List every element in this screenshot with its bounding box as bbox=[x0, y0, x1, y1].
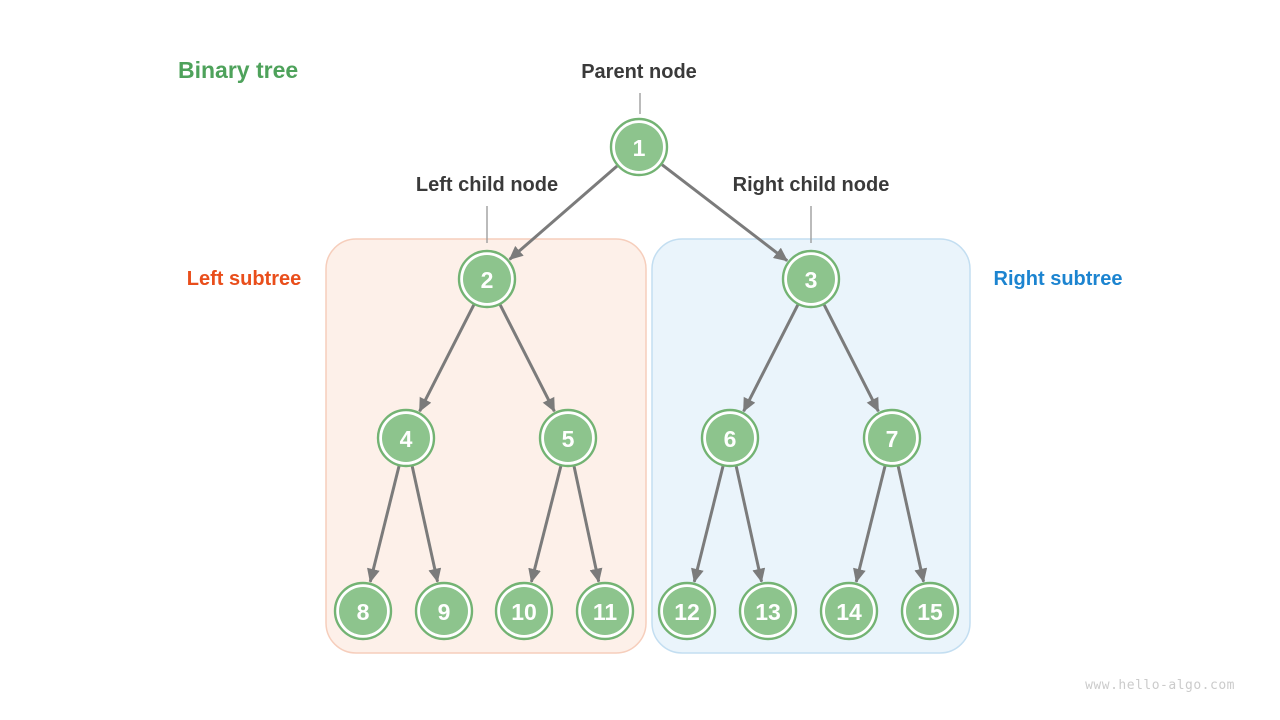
edge-5-10 bbox=[528, 465, 563, 583]
tree-node-7: 7 bbox=[862, 408, 922, 468]
parent-node-label: Parent node bbox=[581, 61, 697, 83]
node-value: 13 bbox=[755, 599, 781, 625]
edge-4-8 bbox=[367, 465, 401, 583]
node-circle bbox=[615, 123, 663, 171]
edge-3-7 bbox=[822, 304, 880, 413]
node-circle bbox=[706, 414, 754, 462]
node-value: 3 bbox=[805, 267, 818, 293]
node-value: 8 bbox=[357, 599, 370, 625]
node-value: 10 bbox=[511, 599, 537, 625]
tree-node-3: 3 bbox=[781, 249, 841, 309]
node-value: 4 bbox=[400, 426, 413, 452]
edge-4-9 bbox=[410, 466, 442, 583]
figure-title: Binary tree bbox=[178, 57, 299, 83]
left-subtree-box bbox=[325, 238, 647, 654]
edge-1-3 bbox=[661, 163, 789, 262]
node-circle bbox=[787, 255, 835, 303]
right-child-node-label: Right child node bbox=[732, 174, 890, 196]
tree-node-5: 5 bbox=[538, 408, 598, 468]
node-value: 2 bbox=[481, 267, 494, 293]
node-value: 1 bbox=[633, 135, 646, 161]
node-circle bbox=[420, 587, 468, 635]
edge-7-15 bbox=[896, 466, 928, 583]
edge-2-4 bbox=[418, 304, 476, 413]
edge-6-13 bbox=[734, 466, 766, 583]
node-value: 7 bbox=[886, 426, 899, 452]
node-circle bbox=[868, 414, 916, 462]
node-circle bbox=[906, 587, 954, 635]
tree-node-4: 4 bbox=[376, 408, 436, 468]
node-value: 6 bbox=[724, 426, 737, 452]
tree-node-6: 6 bbox=[700, 408, 760, 468]
edge-2-5 bbox=[498, 304, 556, 413]
edge-1-2 bbox=[508, 164, 619, 261]
tree-node-12: 12 bbox=[657, 581, 717, 641]
left-child-node-label: Left child node bbox=[415, 174, 559, 196]
edge-5-11 bbox=[572, 466, 603, 583]
left-subtree-label: Left subtree bbox=[186, 268, 302, 290]
node-value: 14 bbox=[836, 599, 862, 625]
node-circle bbox=[500, 587, 548, 635]
tree-node-15: 15 bbox=[900, 581, 960, 641]
tree-node-11: 11 bbox=[575, 581, 635, 641]
tree-node-8: 8 bbox=[333, 581, 393, 641]
node-value: 12 bbox=[674, 599, 700, 625]
watermark: www.hello-algo.com bbox=[1085, 678, 1235, 693]
node-value: 5 bbox=[562, 426, 575, 452]
edge-7-14 bbox=[853, 465, 887, 583]
node-value: 11 bbox=[593, 599, 618, 625]
node-circle bbox=[744, 587, 792, 635]
node-circle bbox=[382, 414, 430, 462]
node-circle bbox=[663, 587, 711, 635]
tree-node-1: 1 bbox=[609, 117, 669, 177]
tree-node-9: 9 bbox=[414, 581, 474, 641]
node-circle bbox=[339, 587, 387, 635]
node-value: 9 bbox=[438, 599, 451, 625]
node-circle bbox=[463, 255, 511, 303]
tree-node-10: 10 bbox=[494, 581, 554, 641]
tree-node-14: 14 bbox=[819, 581, 879, 641]
edge-3-6 bbox=[742, 304, 800, 413]
edge-6-12 bbox=[691, 465, 725, 583]
tree-node-13: 13 bbox=[738, 581, 798, 641]
node-circle bbox=[825, 587, 873, 635]
tree-node-2: 2 bbox=[457, 249, 517, 309]
node-value: 15 bbox=[917, 599, 943, 625]
node-circle bbox=[581, 587, 629, 635]
right-subtree-label: Right subtree bbox=[993, 268, 1123, 290]
node-circle bbox=[544, 414, 592, 462]
